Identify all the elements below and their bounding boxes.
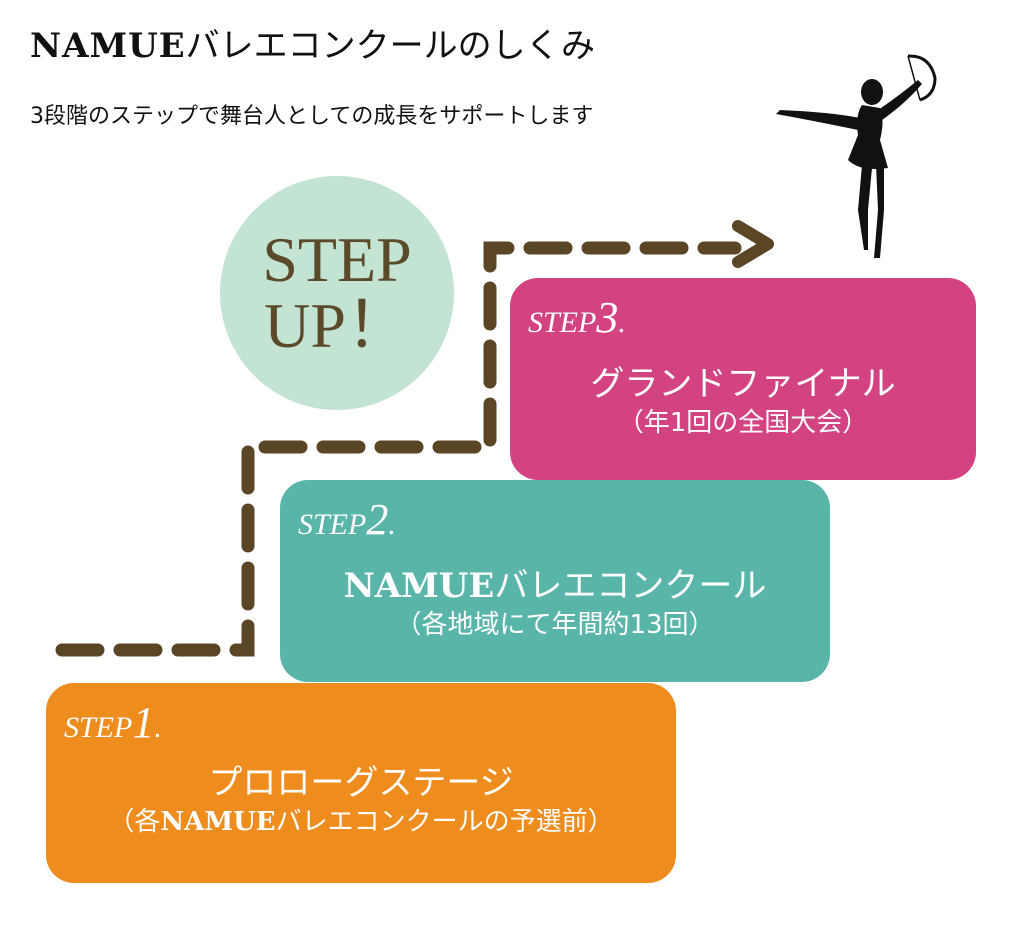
step-up-badge: STEP UP！ bbox=[220, 176, 454, 410]
step2-box: STEP2. NAMUEバレエコンクール （各地域にて年間約13回） bbox=[280, 480, 830, 682]
step2-title: NAMUEバレエコンクール bbox=[280, 558, 830, 607]
dashed-step-line bbox=[55, 241, 742, 657]
step2-subtitle: （各地域にて年間約13回） bbox=[395, 610, 715, 640]
page-title: NAMUEバレエコンクールのしくみ bbox=[30, 18, 595, 67]
step-number: 2 bbox=[366, 495, 389, 544]
step2-title-brand: NAMUE bbox=[343, 566, 495, 606]
step-dot: . bbox=[388, 508, 396, 541]
badge-line1: STEP bbox=[262, 224, 412, 295]
step2-label: STEP2. bbox=[298, 494, 396, 545]
sub-brand: NAMUE bbox=[160, 807, 276, 837]
step-word: STEP bbox=[528, 306, 597, 339]
title-brand: NAMUE bbox=[30, 26, 186, 66]
badge-line2: UP！ bbox=[264, 290, 410, 361]
step3-subtitle: （年1回の全国大会） bbox=[617, 408, 869, 438]
title-text: バレエコンクールのしくみ bbox=[185, 26, 596, 66]
step-word: STEP bbox=[64, 711, 133, 744]
step1-label: STEP1. bbox=[64, 697, 162, 748]
sub-open: （各 bbox=[108, 807, 161, 837]
step-dot: . bbox=[618, 306, 626, 339]
arrow-head-icon bbox=[732, 220, 774, 268]
page-subtitle: 3段階のステップで舞台人としての成長をサポートします bbox=[30, 104, 594, 129]
step-number: 1 bbox=[132, 698, 155, 747]
step-dot: . bbox=[154, 711, 162, 744]
ballerina-icon bbox=[776, 54, 937, 258]
step-word: STEP bbox=[298, 508, 367, 541]
step3-title: グランドファイナル bbox=[590, 364, 896, 404]
step1-subtitle: （各NAMUEバレエコンクールの予選前） bbox=[46, 801, 676, 838]
step3-box: STEP3. グランドファイナル （年1回の全国大会） bbox=[510, 278, 976, 480]
step1-box: STEP1. プロローグステージ （各NAMUEバレエコンクールの予選前） bbox=[46, 683, 676, 883]
step-number: 3 bbox=[596, 293, 619, 342]
sub-rest: バレエコンクールの予選前） bbox=[275, 807, 614, 837]
step3-label: STEP3. bbox=[528, 292, 626, 343]
step2-title-text: バレエコンクール bbox=[494, 566, 767, 606]
step1-title: プロローグステージ bbox=[208, 763, 514, 803]
